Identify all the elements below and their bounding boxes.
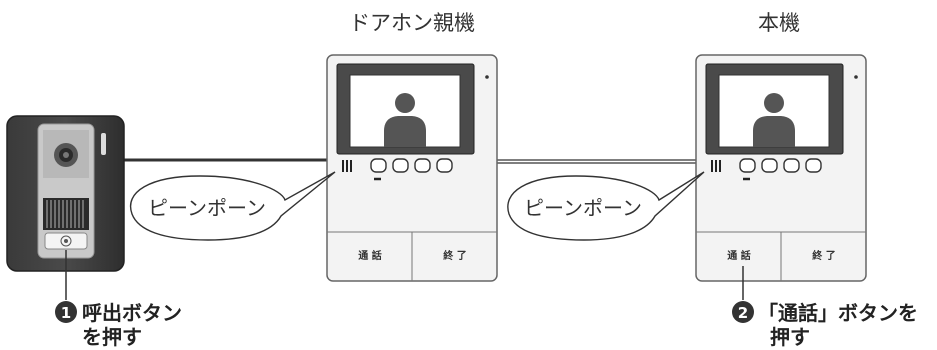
speaker-slots [711, 160, 721, 172]
main-talk-button[interactable]: 通 話 [727, 249, 750, 262]
master-control-buttons[interactable] [370, 158, 453, 173]
step-number: 2 [738, 304, 748, 322]
main-end-button[interactable]: 終 了 [812, 249, 835, 262]
speaker-slots [342, 160, 352, 172]
door-station [6, 115, 125, 272]
chime-text-right: ピーンポーン [524, 196, 642, 220]
master-unit: 通 話 終 了 [326, 54, 498, 282]
main-unit: 通 話 終 了 [695, 54, 867, 282]
step-1-text-line1: 呼出ボタン [82, 301, 182, 325]
main-control-buttons[interactable] [739, 158, 822, 173]
step-number: 1 [61, 304, 71, 322]
chime-bubble-left: ピーンポーン [129, 171, 336, 241]
step-2-text-line1: 「通話」ボタンを [758, 301, 918, 325]
step-2-text-line2: 押す [770, 325, 810, 349]
call-button[interactable] [44, 232, 88, 250]
step-1-text-line2: を押す [82, 325, 142, 349]
step-2: 2 「通話」ボタンを 押す [732, 301, 918, 349]
camera-icon [54, 143, 78, 167]
master-talk-button[interactable]: 通 話 [358, 249, 381, 262]
chime-bubble-right: ピーンポーン [507, 171, 705, 241]
step-number-badge [55, 301, 77, 323]
master-unit-title: ドアホン親機 [349, 11, 475, 35]
main-unit-title: 本機 [758, 11, 800, 35]
chime-text-left: ピーンポーン [148, 196, 266, 220]
master-end-button[interactable]: 終 了 [443, 249, 466, 262]
step-number-badge [732, 301, 754, 323]
person-silhouette-icon [753, 93, 795, 147]
speaker-grille [43, 198, 89, 230]
step-1: 1 呼出ボタン を押す [55, 301, 182, 349]
person-silhouette-icon [384, 93, 426, 147]
